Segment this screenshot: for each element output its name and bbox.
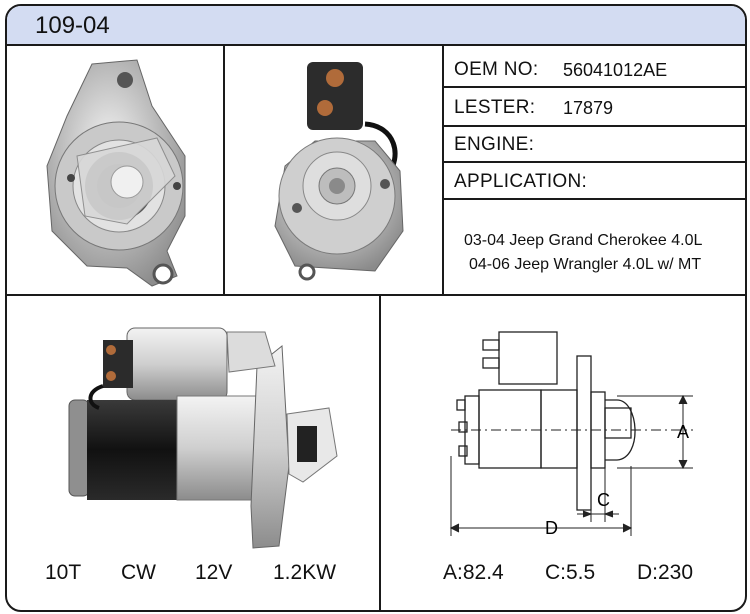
divider-v2 [442,44,444,296]
divider-v1 [223,44,225,296]
application-label: APPLICATION: [454,171,588,192]
dim-label-c: C [597,490,610,510]
dim-value-c: C:5.5 [545,561,596,584]
divider-row3 [442,161,745,163]
dim-label-d: D [545,518,558,538]
divider-row1 [442,86,745,88]
oem-label: OEM NO: [454,59,539,80]
starter-rear-photo [274,62,404,281]
starter-side-photo [68,327,338,549]
divider-h-mid [7,294,745,296]
divider-row4 [442,198,745,200]
dim-value-d: D:230 [637,561,694,584]
divider-v3 [379,296,381,610]
spec-teeth: 10T [45,561,82,584]
spec-sheet: 109-04 OEM NO: 56041012AE LESTER: 17879 … [5,4,747,612]
lester-label: LESTER: [454,97,536,118]
application-line-2: 04-06 Jeep Wrangler 4.0L w/ MT [469,256,702,273]
spec-voltage: 12V [195,561,233,584]
dim-label-a: A [677,422,689,442]
oem-value: 56041012AE [563,60,668,80]
application-line-1: 03-04 Jeep Grand Cherokee 4.0L [464,232,703,249]
spec-power: 1.2KW [273,561,337,584]
dimension-drawing: A C D [449,331,693,538]
dim-value-a: A:82.4 [443,561,504,584]
engine-label: ENGINE: [454,134,535,155]
lester-value: 17879 [563,98,614,118]
title-bar: 109-04 [7,6,745,46]
part-number: 109-04 [35,12,110,39]
divider-row2 [442,125,745,127]
spec-rotation: CW [121,561,156,584]
starter-front-photo [46,59,186,287]
